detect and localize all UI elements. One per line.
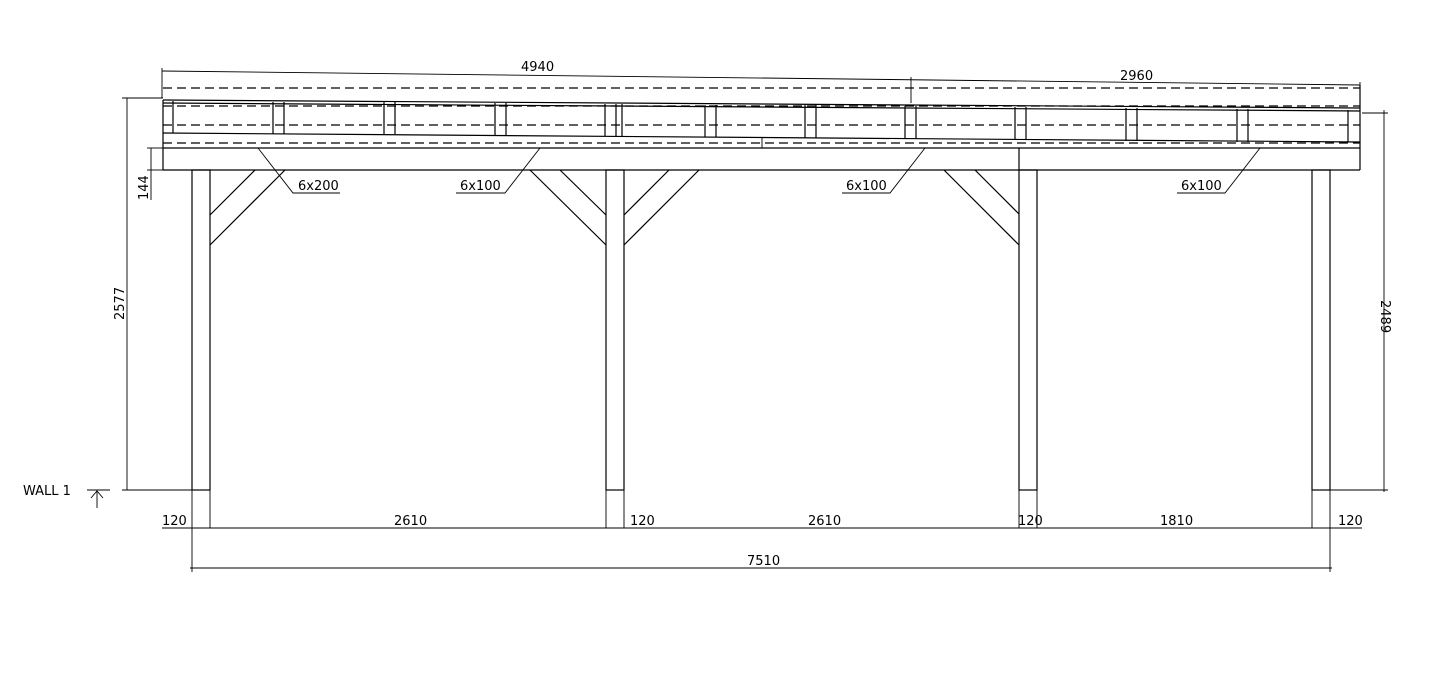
dim-144: 144 (137, 175, 152, 200)
dim-7510: 7510 (747, 554, 780, 569)
dim-2610-b: 2610 (808, 514, 841, 529)
member-callouts: 6x200 6x100 6x100 6x100 (257, 147, 1261, 194)
left-vertical-dimensions: 2577 144 (113, 97, 192, 491)
dim-120-d: 120 (1338, 514, 1363, 529)
roof-layers (162, 85, 1361, 170)
dim-2610-a: 2610 (394, 514, 427, 529)
beam (163, 148, 1360, 171)
dim-120-c: 120 (1018, 514, 1043, 529)
dim-4940: 4940 (521, 60, 554, 75)
callout-6x100-b: 6x100 (846, 179, 887, 194)
dim-120-b: 120 (630, 514, 655, 529)
wall-1-label: WALL 1 (23, 484, 71, 499)
dim-120-a: 120 (162, 514, 187, 529)
rafters (172, 101, 1349, 142)
dim-2577: 2577 (113, 287, 128, 320)
dim-2960: 2960 (1120, 69, 1153, 84)
callout-6x200: 6x200 (298, 179, 339, 194)
roof-top-dimension (161, 68, 1361, 108)
right-vertical-dimension: 2489 (1330, 110, 1392, 492)
wall-level-marker: WALL 1 (23, 484, 110, 508)
dim-1810: 1810 (1160, 514, 1193, 529)
posts (191, 169, 1331, 528)
knee-braces (209, 169, 1020, 246)
dim-2489: 2489 (1377, 300, 1392, 333)
callout-6x100-a: 6x100 (460, 179, 501, 194)
callout-6x100-c: 6x100 (1181, 179, 1222, 194)
bottom-dimensions: 120 2610 120 2610 120 1810 120 7510 (162, 514, 1363, 572)
